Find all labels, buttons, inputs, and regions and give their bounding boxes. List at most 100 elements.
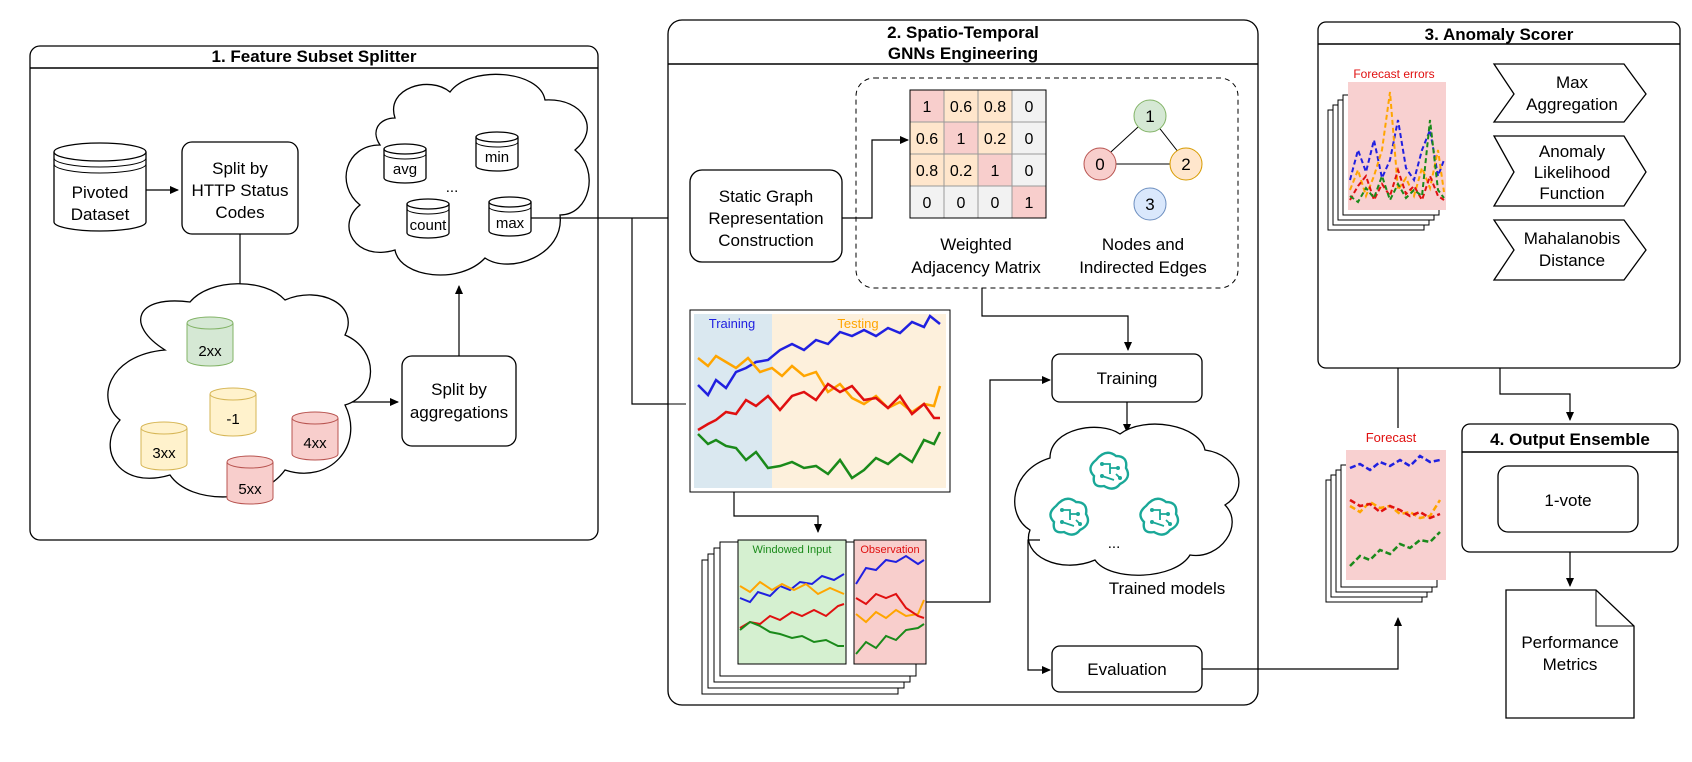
matrix-value: 0.6 <box>916 131 938 148</box>
windowed-input-label: Windowed Input <box>753 544 832 556</box>
matrix-value: 0.8 <box>984 99 1006 116</box>
panel1-title: 1. Feature Subset Splitter <box>212 47 417 66</box>
scorer-2-line-1: Anomaly <box>1539 142 1606 161</box>
static-graph-line-1: Static Graph <box>719 187 814 206</box>
forecast-errors-label: Forecast errors <box>1353 67 1434 81</box>
matrix-value: 0 <box>991 195 1000 212</box>
scorer-anomaly-likelihood: Anomaly Likelihood Function <box>1492 135 1647 207</box>
db-5xx: 5xx <box>226 455 274 505</box>
matrix-value: 0 <box>957 195 966 212</box>
pivoted-label-2: Dataset <box>71 205 130 224</box>
trained-models-cloud: ... <box>1014 423 1240 576</box>
matrix-value: 1 <box>957 131 966 148</box>
matrix-cell <box>943 185 979 219</box>
matrix-cell <box>1011 121 1047 155</box>
panel3-title: 3. Anomaly Scorer <box>1425 25 1574 44</box>
training-label: Training <box>1097 369 1158 388</box>
forecast-label: Forecast <box>1366 430 1417 445</box>
chart-training-label: Training <box>709 316 755 331</box>
split-http-line-3: Codes <box>215 203 264 222</box>
pivoted-label-1: Pivoted <box>72 183 129 202</box>
feature-subset-splitter-panel: 1. Feature Subset Splitter Pivoted Datas… <box>29 45 599 541</box>
anomaly-scorer-panel: 3. Anomaly Scorer Forecast errors Max Ag… <box>1317 21 1681 369</box>
matrix-value: 0 <box>1025 99 1034 116</box>
matrix-border <box>909 89 1047 219</box>
split-http-line-2: HTTP Status <box>192 181 289 200</box>
matrix-value: 0 <box>923 195 932 212</box>
gnn-engineering-panel: 2. Spatio-Temporal GNNs Engineering Stat… <box>632 19 1259 706</box>
training-node: Training <box>1051 353 1203 403</box>
metrics-line-1: Performance <box>1521 633 1618 652</box>
node-0: 0 <box>1095 155 1104 174</box>
matrix-value: 1 <box>991 163 1000 180</box>
matrix-cell <box>977 185 1013 219</box>
db-3xx-label: 3xx <box>152 445 176 462</box>
scorer-1-line-1: Max <box>1556 73 1589 92</box>
matrix-value: 0.8 <box>916 163 938 180</box>
agg-ellipsis: ... <box>446 179 459 196</box>
models-ellipsis: ... <box>1108 535 1121 552</box>
matrix-value: 0 <box>1025 131 1034 148</box>
matrix-value: 0.6 <box>950 99 972 116</box>
db-4xx-label: 4xx <box>303 435 327 452</box>
panel2-title-1: 2. Spatio-Temporal <box>887 23 1039 42</box>
db-4xx: 4xx <box>291 411 339 461</box>
node-3: 3 <box>1145 195 1154 214</box>
split-agg-line-2: aggregations <box>410 403 508 422</box>
matrix-label-2: Adjacency Matrix <box>911 258 1041 277</box>
evaluation-label: Evaluation <box>1087 660 1166 679</box>
chart-testing-label: Testing <box>837 316 878 331</box>
scorer-3-line-2: Distance <box>1539 251 1605 270</box>
split-by-aggregations-node: Split by aggregations <box>401 355 517 447</box>
panel4-title: 4. Output Ensemble <box>1490 430 1650 449</box>
output-ensemble-panel: 4. Output Ensemble 1-vote <box>1461 423 1679 553</box>
static-graph-line-2: Representation <box>708 209 823 228</box>
db-minus1: -1 <box>209 387 257 437</box>
matrix-value: 0.2 <box>950 163 972 180</box>
agg-max-label: max <box>496 215 525 232</box>
split-by-http-node: Split by HTTP Status Codes <box>181 141 299 235</box>
matrix-label-1: Weighted <box>940 235 1012 254</box>
db-2xx-label: 2xx <box>198 343 222 360</box>
db-3xx: 3xx <box>140 421 188 471</box>
db-5xx-label: 5xx <box>238 481 262 498</box>
node-graph: 1 0 2 3 <box>1083 99 1203 221</box>
split-agg-line-1: Split by <box>431 380 487 399</box>
static-graph-node: Static Graph Representation Construction <box>689 169 843 263</box>
db-minus1-label: -1 <box>226 411 239 428</box>
node-2: 2 <box>1181 155 1190 174</box>
scorer-mahalanobis: Mahalanobis Distance <box>1492 219 1647 281</box>
metrics-line-2: Metrics <box>1543 655 1598 674</box>
forecast-stack: Forecast <box>1325 430 1446 603</box>
windowed-stack: Windowed Input Observation <box>701 539 927 695</box>
scorer-2-line-2: Likelihood <box>1534 163 1611 182</box>
agg-count-label: count <box>410 217 448 234</box>
matrix-value: 1 <box>923 99 932 116</box>
nodes-label-1: Nodes and <box>1102 235 1184 254</box>
nodes-label-2: Indirected Edges <box>1079 258 1207 277</box>
agg-avg: avg <box>383 143 427 184</box>
scorer-1-line-2: Aggregation <box>1526 95 1618 114</box>
db-2xx: 2xx <box>186 316 234 367</box>
scorer-max-aggregation: Max Aggregation <box>1492 63 1647 123</box>
forecast-errors-stack: Forecast errors <box>1327 67 1446 231</box>
time-series-chart: Training Testing <box>689 309 951 493</box>
agg-min-label: min <box>485 149 509 166</box>
matrix-cell <box>977 121 1013 155</box>
split-http-line-1: Split by <box>212 159 268 178</box>
scorer-2-line-3: Function <box>1539 184 1604 203</box>
node-1: 1 <box>1145 107 1154 126</box>
observation-label: Observation <box>860 544 919 556</box>
matrix-value: 0.2 <box>984 131 1006 148</box>
agg-avg-label: avg <box>393 161 417 178</box>
scorer-3-line-1: Mahalanobis <box>1524 229 1620 248</box>
agg-max: max <box>488 196 532 237</box>
agg-min: min <box>475 131 519 172</box>
panel2-title-2: GNNs Engineering <box>888 44 1038 63</box>
evaluation-node: Evaluation <box>1051 645 1203 693</box>
trained-models-label: Trained models <box>1109 579 1226 598</box>
pivoted-dataset-cylinder: Pivoted Dataset <box>53 142 147 232</box>
